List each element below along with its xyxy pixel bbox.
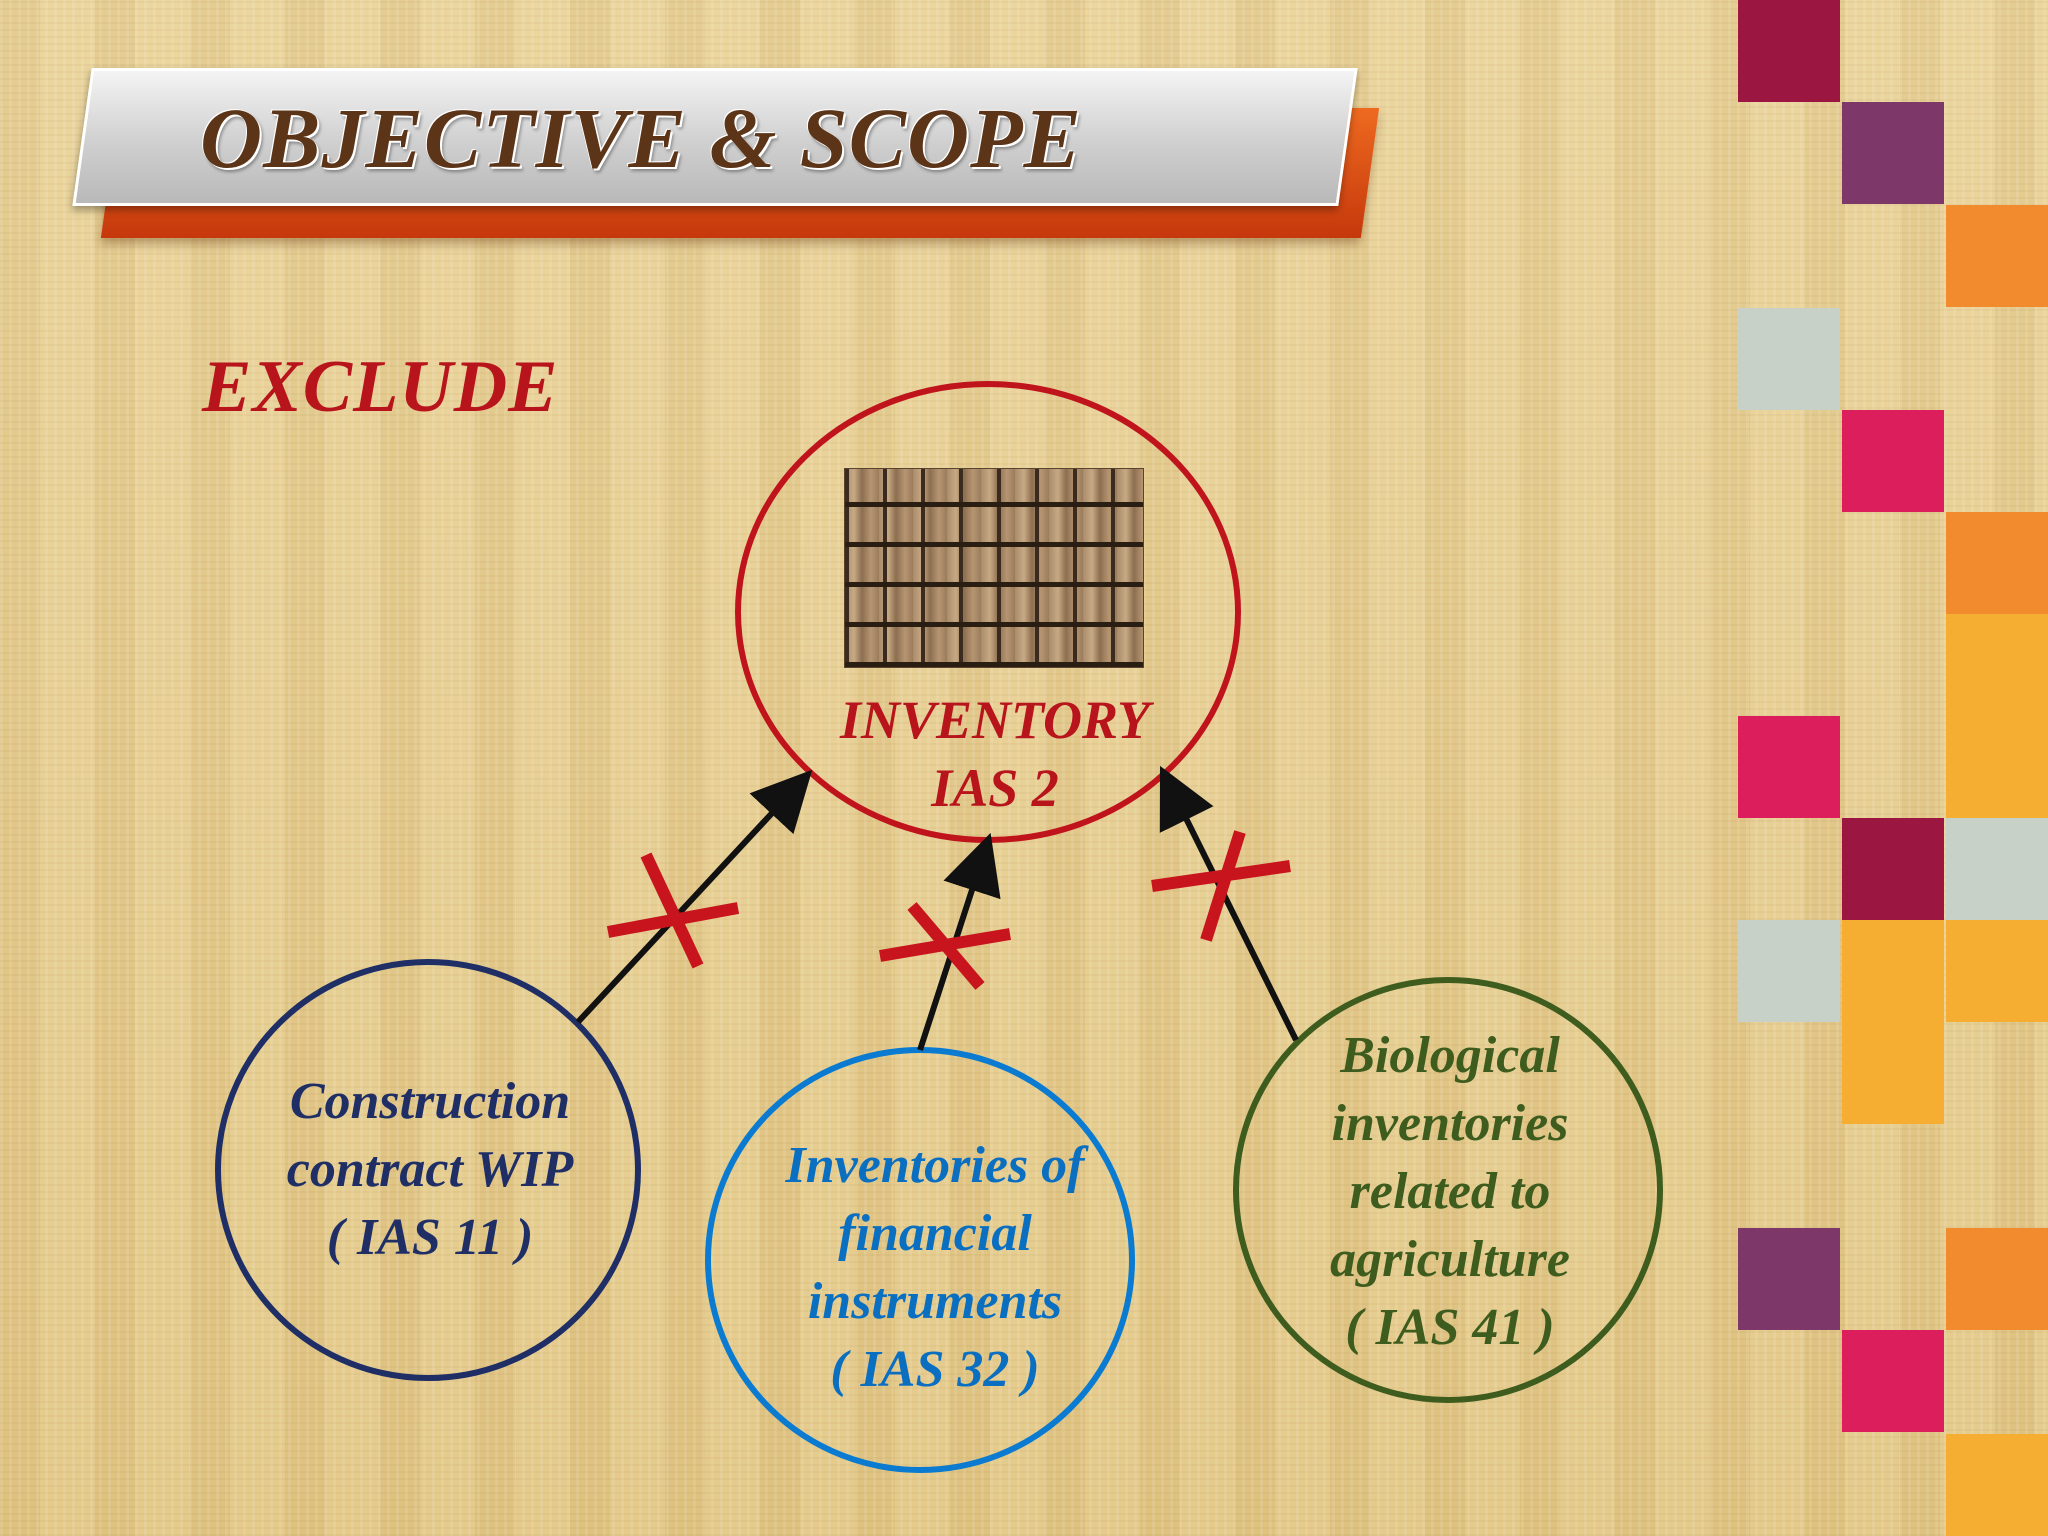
decor-square: [1946, 716, 2048, 818]
decor-square: [1946, 1228, 2048, 1330]
decor-square: [1738, 308, 1840, 410]
decor-square: [1946, 1434, 2048, 1536]
decor-square: [1738, 920, 1840, 1022]
center-node-line: IAS 2: [931, 758, 1059, 818]
node-label-line: ( IAS 11 ): [326, 1209, 534, 1266]
node-label-line: instruments: [807, 1273, 1063, 1330]
decor-square: [1946, 818, 2048, 920]
construction-node-circle: [215, 959, 641, 1381]
page-title: OBJECTIVE & SCOPE: [200, 90, 1082, 186]
red-cross-mark: [878, 902, 1012, 990]
arrow-biological-to-inventory: [1159, 765, 1299, 1042]
decor-square: [1946, 920, 2048, 1022]
node-label-line: agriculture: [1330, 1231, 1570, 1288]
decor-square: [1946, 205, 2048, 307]
decor-square: [1842, 920, 1944, 1022]
red-cross-mark: [1151, 830, 1291, 942]
node-label-line: financial: [838, 1205, 1032, 1262]
decor-square: [1946, 614, 2048, 716]
decor-square: [1738, 716, 1840, 818]
construction-node-label: Construction contract WIP ( IAS 11 ): [230, 1068, 630, 1272]
decor-square: [1738, 0, 1840, 102]
arrow-construction-to-inventory: [575, 769, 813, 1025]
node-label-line: Construction: [289, 1073, 571, 1130]
node-label-line: ( IAS 32 ): [830, 1341, 1040, 1398]
decor-square: [1842, 102, 1944, 204]
decor-square: [1946, 512, 2048, 614]
node-label-line: Biological: [1340, 1027, 1560, 1084]
decor-square: [1738, 1228, 1840, 1330]
decor-square: [1842, 818, 1944, 920]
biological-node-circle: [1233, 977, 1663, 1403]
decor-square: [1842, 410, 1944, 512]
financial-node-label: Inventories of financial instruments ( I…: [735, 1132, 1135, 1404]
center-node-label: INVENTORY IAS 2: [790, 686, 1200, 822]
node-label-line: ( IAS 41 ): [1345, 1299, 1555, 1356]
biological-node-label: Biological inventories related to agricu…: [1250, 1022, 1650, 1362]
node-label-line: related to: [1349, 1163, 1551, 1220]
node-label-line: Inventories of: [785, 1137, 1085, 1194]
node-label-line: contract WIP: [286, 1141, 574, 1198]
decor-square: [1842, 1022, 1944, 1124]
node-label-line: inventories: [1331, 1095, 1569, 1152]
warehouse-shelves-photo: [844, 468, 1144, 668]
center-node-line: INVENTORY: [839, 690, 1151, 750]
decor-square: [1842, 1330, 1944, 1432]
exclude-heading: EXCLUDE: [202, 346, 559, 428]
red-cross-mark: [606, 852, 740, 969]
